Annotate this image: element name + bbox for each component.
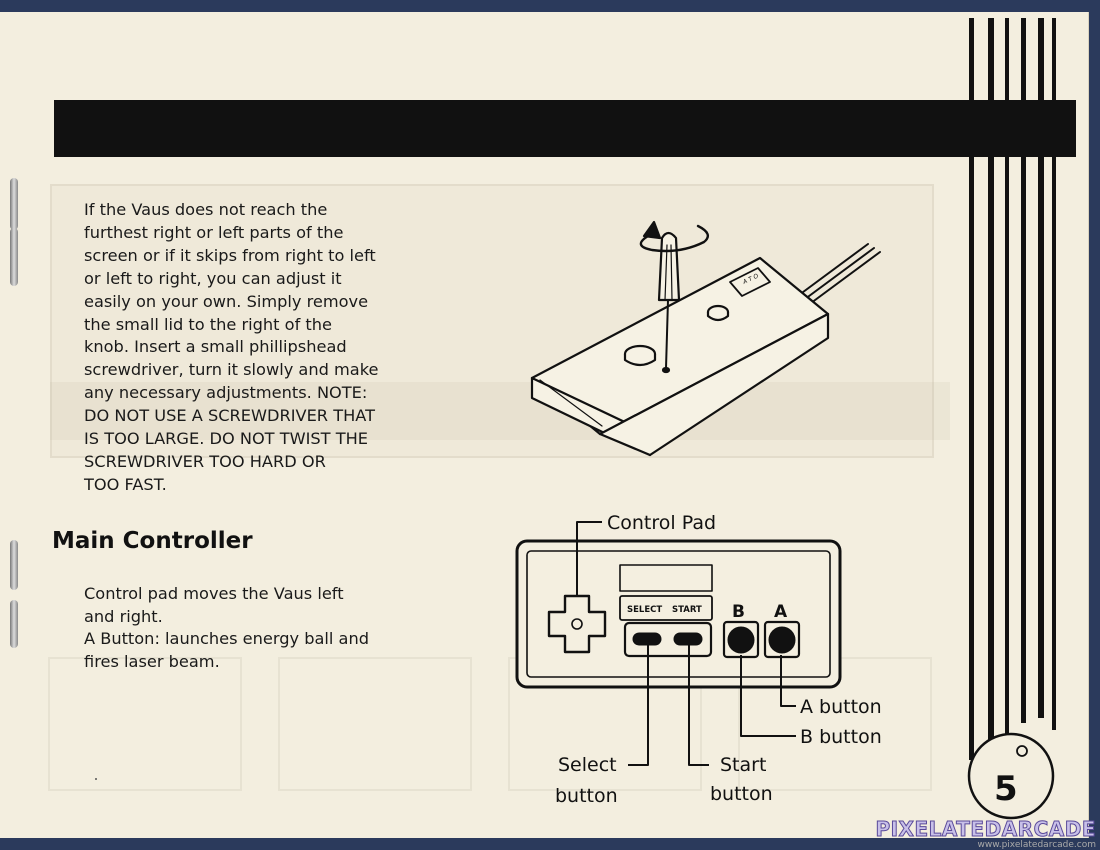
- a-button-label: A button: [800, 696, 882, 718]
- a-button-leader: [780, 655, 796, 707]
- start-label-2: button: [710, 783, 773, 805]
- speck: [95, 778, 97, 780]
- select-leader: [628, 645, 649, 766]
- controller-right-side: [598, 312, 830, 457]
- header-bar: [54, 100, 1076, 157]
- start-key[interactable]: [673, 632, 703, 646]
- b-button-icon[interactable]: [727, 626, 755, 654]
- b-key-label: B: [732, 602, 745, 622]
- controller-description: Control pad moves the Vaus left and righ…: [84, 584, 370, 671]
- start-leader: [688, 645, 709, 766]
- section-title: Main Controller: [52, 528, 253, 554]
- border-stripe: [988, 18, 994, 755]
- watermark-url: www.pixelatedarcade.com: [977, 840, 1096, 850]
- border-stripe: [1021, 18, 1026, 723]
- bleed-through-box: [48, 657, 242, 791]
- select-key[interactable]: [632, 632, 662, 646]
- vaus-controller-illustration: [530, 220, 881, 457]
- select-label-2: button: [555, 785, 618, 807]
- bleed-through-band: [50, 382, 950, 440]
- start-key-label: START: [672, 605, 702, 615]
- a-button-icon[interactable]: [768, 626, 796, 654]
- watermark: PIXELATEDARCADE www.pixelatedarcade.com: [875, 818, 1096, 850]
- watermark-title: PIXELATEDARCADE: [875, 817, 1096, 841]
- vaus-badge: [729, 267, 771, 297]
- page-number: 5: [994, 769, 1018, 809]
- staple-bottom-lower: [10, 600, 18, 648]
- a-key-label: A: [774, 602, 788, 622]
- staple-top-lower: [10, 228, 18, 286]
- control-pad-label: Control Pad: [607, 512, 716, 534]
- border-stripe: [1052, 18, 1056, 730]
- border-stripe: [1038, 18, 1044, 718]
- bleed-through-box: [278, 657, 472, 791]
- control-pad-leader: [576, 521, 602, 596]
- rotation-arrow-icon: [639, 224, 710, 253]
- staple-bottom: [10, 540, 18, 590]
- start-label: Start: [720, 754, 766, 776]
- b-button-leader: [740, 655, 796, 737]
- page-number-ball: [967, 732, 1055, 820]
- nes-controller-diagram: [515, 521, 842, 766]
- select-label: Select: [558, 754, 617, 776]
- screwdriver-icon: [657, 231, 681, 302]
- adjustment-instructions: If the Vaus does not reach the furthest …: [84, 200, 379, 494]
- b-button-label: B button: [800, 726, 882, 748]
- select-key-label: SELECT: [627, 605, 662, 615]
- staple-top: [10, 178, 18, 230]
- border-stripe: [1005, 18, 1009, 738]
- border-stripe: [969, 18, 974, 760]
